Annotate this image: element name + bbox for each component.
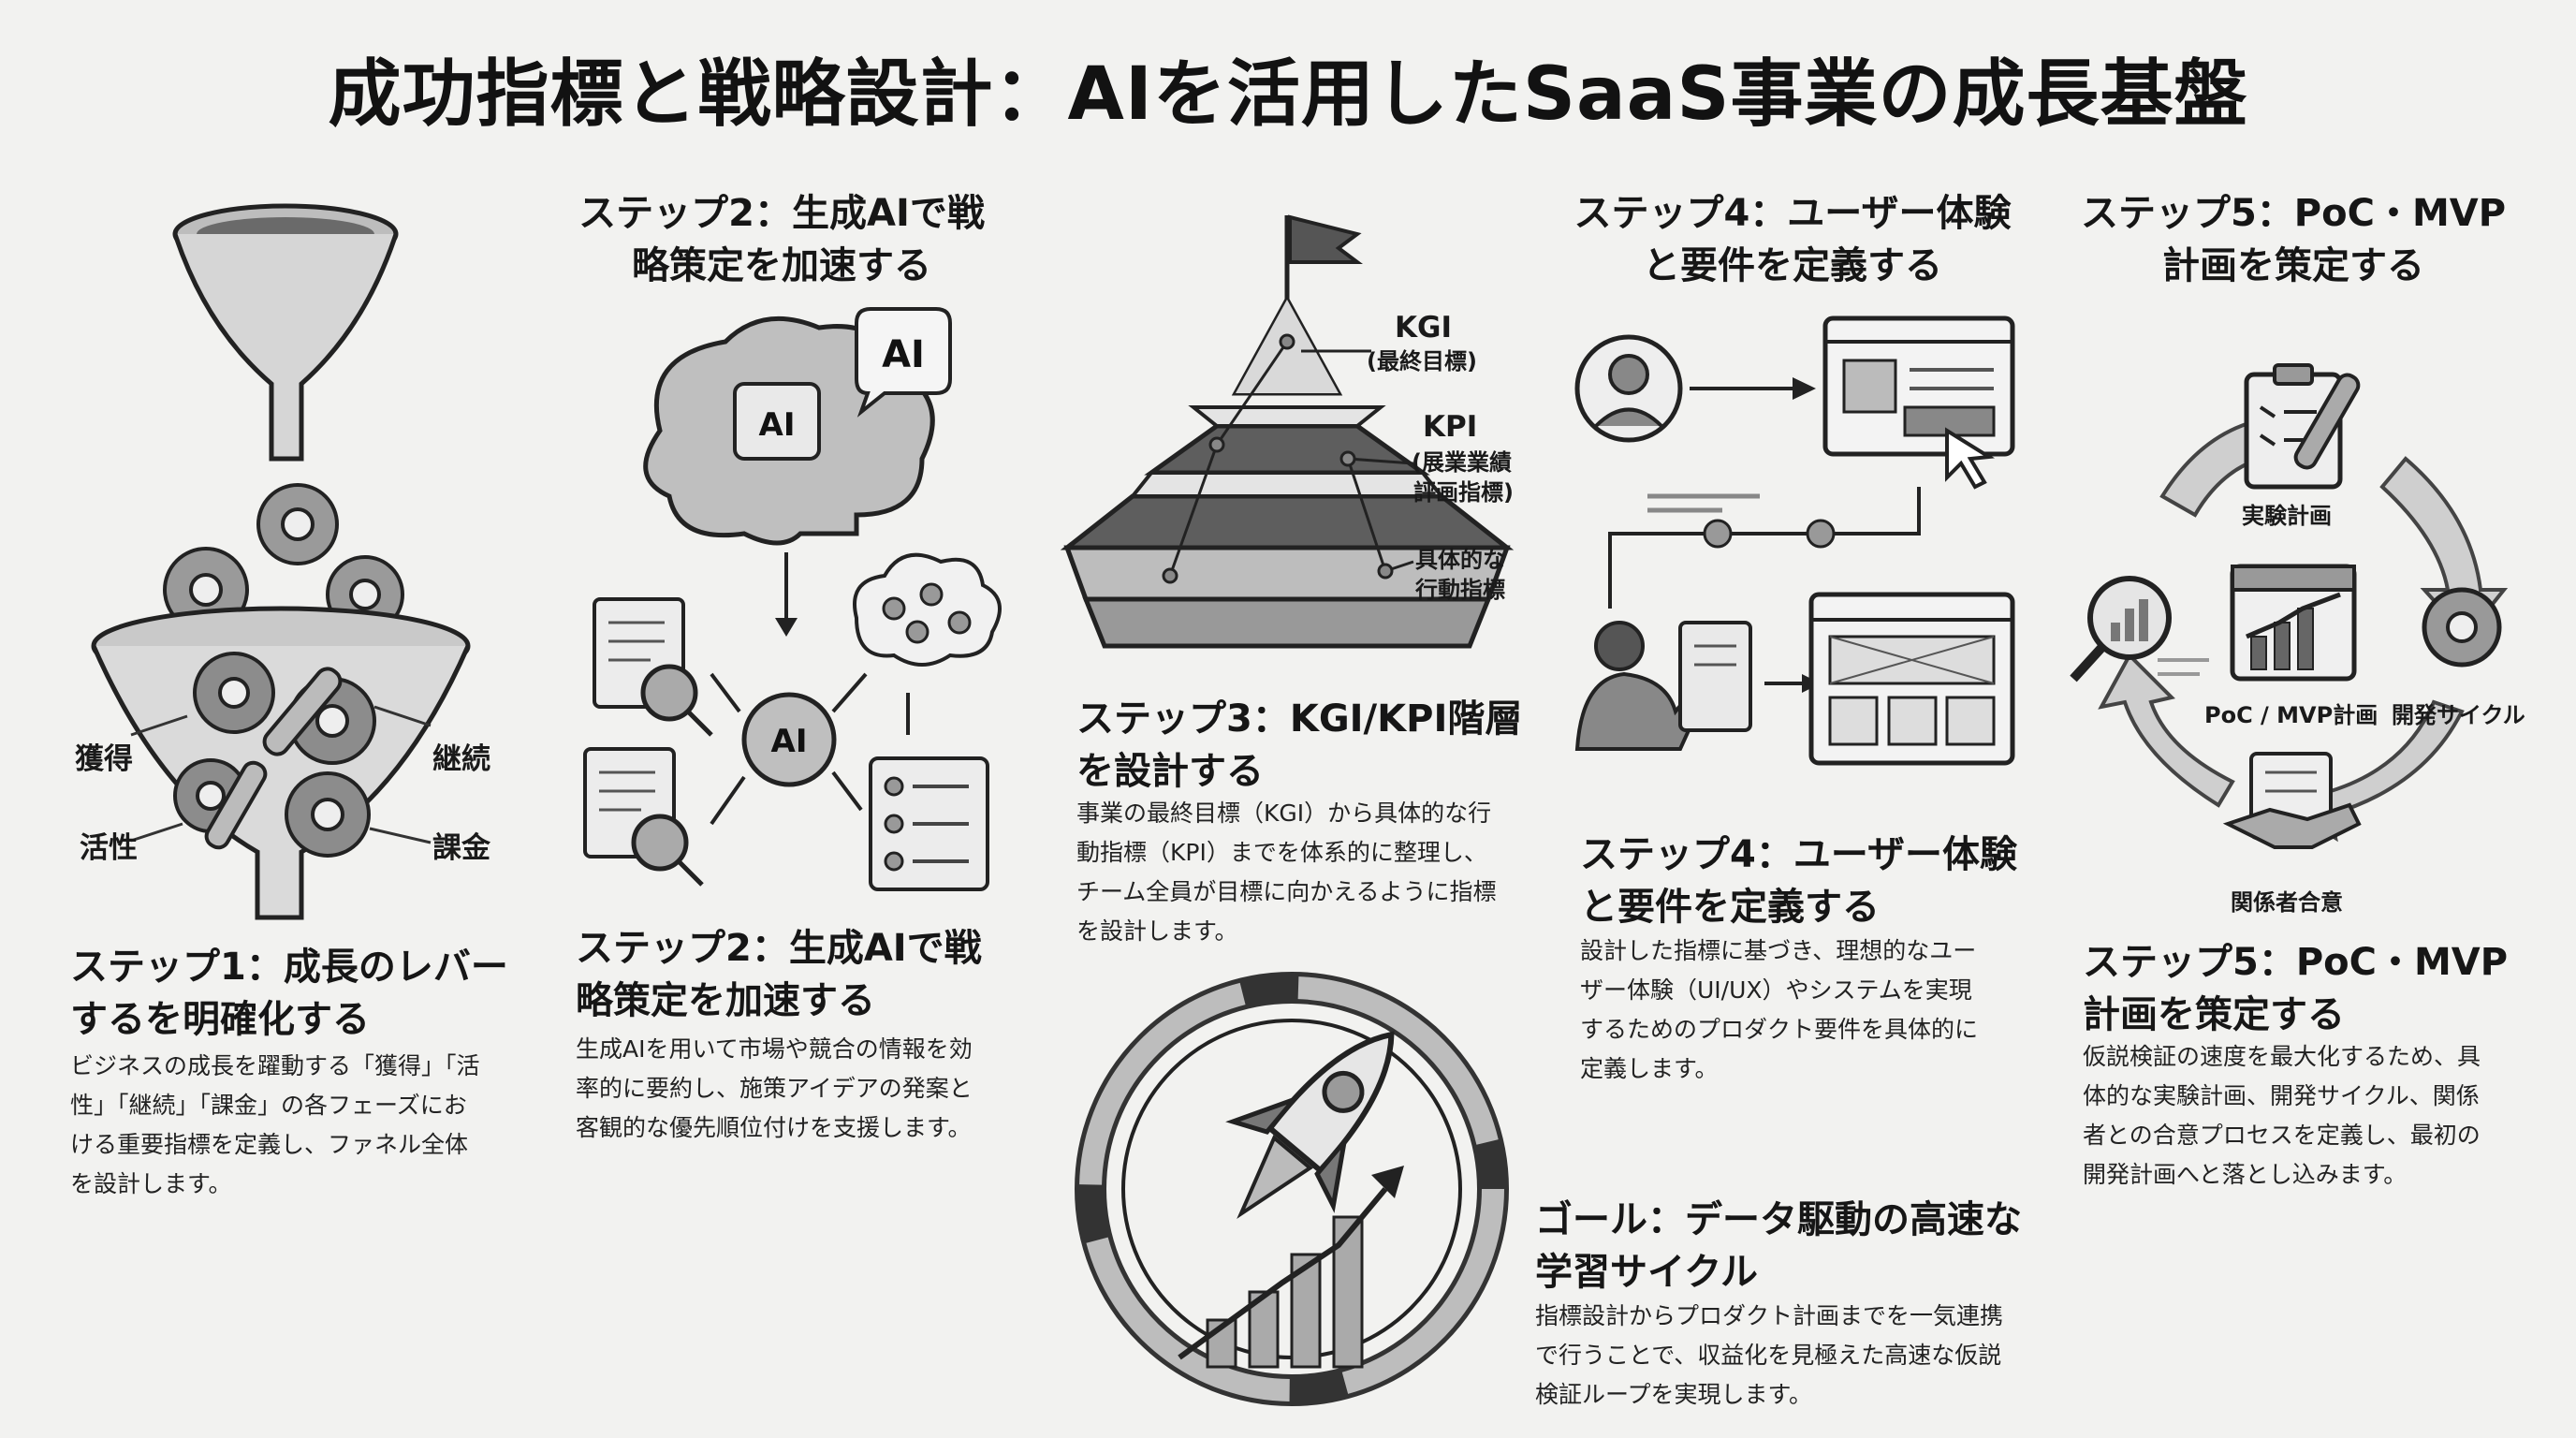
- poc-mvp-cycle-illustration: [2070, 363, 2509, 849]
- bubble-ai-label: AI: [882, 333, 925, 376]
- pyramid-kpi-label: KPI: [1423, 410, 1478, 444]
- cycle-label-agreement: 関係者合意: [2231, 889, 2343, 916]
- step4-body: 設計した指標に基づき、理想的なユーザー体験（UI/UX）やシステムを実現するため…: [1580, 937, 1979, 1082]
- pyramid-kgi-sub: (最終目標): [1367, 348, 1477, 374]
- step2-heading: ステップ2：生成AIで戦略策定を加速する: [576, 927, 982, 1022]
- step5-body: 仮説検証の速度を最大化するため、具体的な実験計画、開発サイクル、関係者との合意プ…: [2083, 1043, 2481, 1188]
- step1-body: ビジネスの成長を躍動する「獲得」「活性」「継続」「課金」の各フェーズにおける重要…: [70, 1052, 480, 1197]
- cycle-label-plan: PoC / MVP計画: [2204, 702, 2378, 728]
- step3-heading: ステップ3：KGI/KPI階層を設計する: [1076, 697, 1523, 793]
- cycle-label-dev: 開発サイクル: [2392, 702, 2525, 728]
- page-title: 成功指標と戦略設計：AIを活用したSaaS事業の成長基盤: [328, 52, 2248, 137]
- step2-top-heading: ステップ2：生成AIで戦略策定を加速する: [578, 192, 985, 287]
- goal-body: 指標設計からプロダクト計画までを一気連携で行うことで、収益化を見極えた高速な仮説…: [1535, 1302, 2004, 1408]
- step4-top-heading: ステップ4：ユーザー体験と要件を定義する: [1573, 192, 2012, 287]
- step2-body: 生成AIを用いて市場や競合の情報を効率的に要約し、施策アイデアの発案と客観的な優…: [576, 1035, 973, 1141]
- center-chip-label: AI: [771, 723, 808, 760]
- rocket-cycle-illustration: [1075, 972, 1509, 1406]
- ai-brain-illustration: AI AI AI: [583, 307, 1002, 891]
- step4-heading: ステップ4：ユーザー体験と要件を定義する: [1580, 833, 2018, 929]
- ux-requirements-illustration: [1574, 315, 2015, 766]
- funnel-label-activation: 活性: [80, 831, 138, 865]
- funnel-label-revenue: 課金: [432, 831, 490, 865]
- pyramid-action2: 行動指標: [1415, 577, 1505, 603]
- cycle-label-experiment: 実験計画: [2242, 503, 2332, 529]
- brain-chip-label: AI: [759, 406, 796, 444]
- pyramid-kgi-label: KGI: [1395, 311, 1453, 345]
- step1-heading: ステップ1：成長のレバーするを明確化する: [70, 946, 508, 1041]
- step5-top-heading: ステップ5：PoC・MVP計画を策定する: [2080, 192, 2507, 287]
- step3-body: 事業の最終目標（KGI）から具体的な行動指標（KPI）までを体系的に整理し、チー…: [1076, 800, 1497, 945]
- step5-heading: ステップ5：PoC・MVP計画を策定する: [2083, 941, 2509, 1036]
- funnel-label-retention: 継続: [432, 742, 490, 776]
- pyramid-kpi-sub2: 評画指標): [1413, 479, 1514, 506]
- funnel-label-acquisition: 獲得: [75, 742, 133, 776]
- pyramid-kpi-sub1: (展業業績: [1412, 449, 1512, 476]
- goal-heading: ゴール：データ駆動の高速な学習サイクル: [1535, 1198, 2022, 1294]
- funnel-illustration: [91, 203, 471, 920]
- kgi-kpi-pyramid: [1060, 214, 1515, 649]
- pyramid-action1: 具体的な: [1415, 547, 1505, 573]
